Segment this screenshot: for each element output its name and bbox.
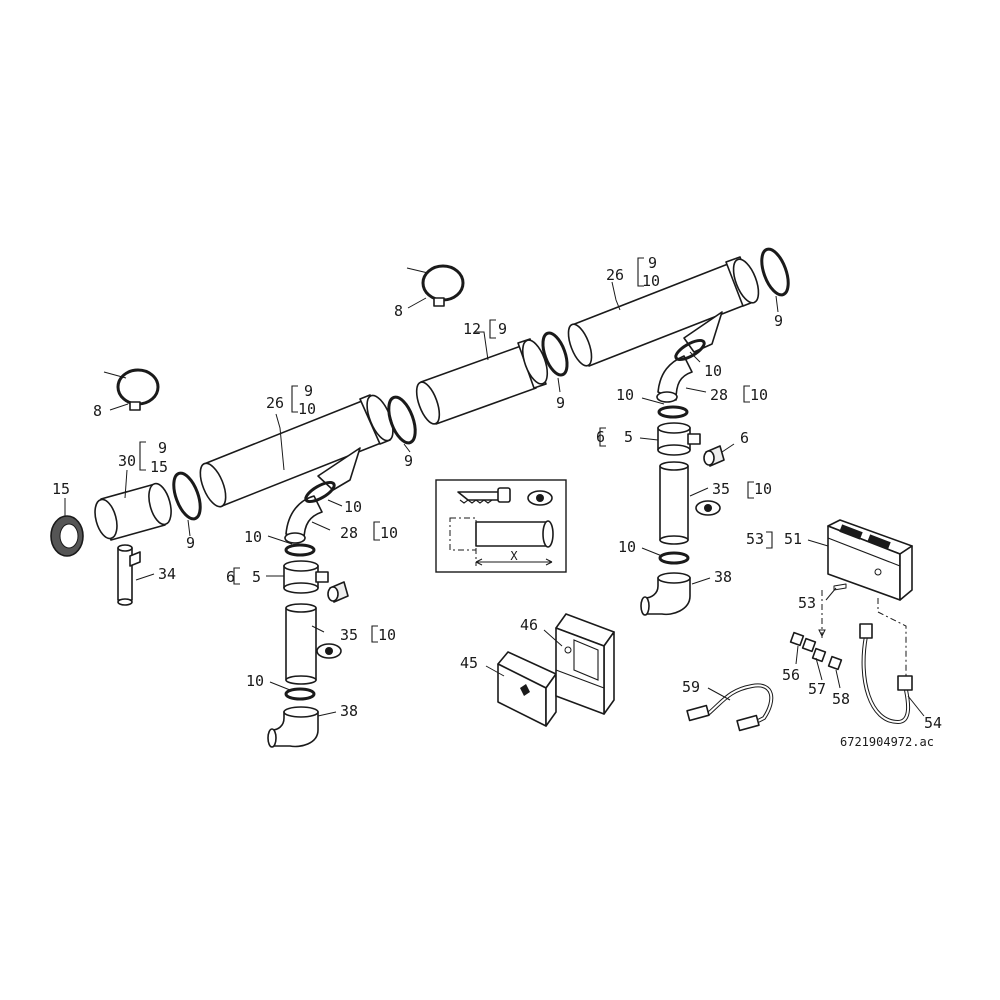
label-10-c: 10 — [246, 672, 264, 690]
label-26-right: 26 — [606, 266, 624, 284]
label-30-ref-15: 15 — [150, 458, 168, 476]
label-35-left-ref-10: 10 — [378, 626, 396, 644]
eye-icon — [316, 643, 342, 659]
pipe-12 — [415, 338, 549, 425]
seal-ring-10e — [657, 405, 689, 419]
label-51: 51 — [784, 530, 802, 548]
eye-icon — [527, 490, 553, 506]
inspection-piece-5-left — [283, 560, 329, 594]
label-8-top: 8 — [394, 302, 403, 320]
label-28-left-ref-10: 10 — [380, 524, 398, 542]
cable-59 — [686, 683, 774, 732]
label-15: 15 — [52, 480, 70, 498]
label-6-right: 6 — [740, 429, 749, 447]
label-5-right: 5 — [624, 428, 633, 446]
controller-base-46 — [555, 613, 615, 715]
clamp-icon — [103, 368, 160, 411]
clamp-8-top — [406, 264, 465, 307]
label-30-ref-9: 9 — [158, 439, 167, 457]
cut-length-x-label: X — [510, 549, 518, 563]
pipe-35-left — [285, 603, 317, 685]
seal-ring-10b — [284, 543, 316, 557]
label-10-d: 10 — [704, 362, 722, 380]
label-9-d: 9 — [774, 312, 783, 330]
label-34: 34 — [158, 565, 176, 583]
cable-54 — [859, 623, 913, 725]
terminal-grille-15 — [50, 515, 84, 557]
label-26-left: 26 — [266, 394, 284, 412]
cap-6-left — [327, 581, 349, 603]
adapter-30 — [94, 482, 172, 541]
part-labels: 15 30 9 15 8 8 26 9 10 12 9 26 9 10 9 9 … — [52, 254, 942, 749]
pipe-26-right — [567, 256, 760, 367]
label-9-a: 9 — [186, 534, 195, 552]
connectors-56-57-58 — [789, 629, 843, 671]
label-35-right: 35 — [712, 480, 730, 498]
label-12-ref-9: 9 — [498, 320, 507, 338]
saw-icon — [457, 487, 511, 504]
seal-ring-10c — [284, 687, 316, 701]
label-53-bracket: 53 — [746, 530, 764, 548]
eye-icon — [695, 500, 721, 516]
seal-ring-9c — [541, 331, 569, 377]
label-6-left: 6 — [226, 568, 235, 586]
inspection-piece-5-right — [657, 422, 701, 456]
seal-ring-9b — [387, 395, 417, 445]
label-28-left: 28 — [340, 524, 358, 542]
label-10-b: 10 — [244, 528, 262, 546]
cut-length-inset: X — [435, 479, 567, 573]
seal-ring-10f — [658, 551, 690, 565]
pipe-35-right — [659, 461, 689, 545]
label-10-e: 10 — [616, 386, 634, 404]
controller-cover-45 — [497, 651, 557, 727]
label-46: 46 — [520, 616, 538, 634]
module-51 — [821, 519, 913, 676]
label-58: 58 — [832, 690, 850, 708]
label-54: 54 — [924, 714, 942, 732]
label-10-f: 10 — [618, 538, 636, 556]
label-35-left: 35 — [340, 626, 358, 644]
label-59: 59 — [682, 678, 700, 696]
label-57: 57 — [808, 680, 826, 698]
seal-ring-9a — [172, 471, 202, 521]
label-38-right: 38 — [714, 568, 732, 586]
label-28-right-ref-10: 10 — [750, 386, 768, 404]
drawing-code: 6721904972.ac — [840, 735, 934, 749]
label-38-left: 38 — [340, 702, 358, 720]
label-26-left-ref-10: 10 — [298, 400, 316, 418]
pipe-26-left — [199, 394, 394, 508]
label-56: 56 — [782, 666, 800, 684]
bend-38-right — [640, 572, 691, 616]
label-30: 30 — [118, 452, 136, 470]
label-8-left: 8 — [93, 402, 102, 420]
label-9-b: 9 — [404, 452, 413, 470]
label-12: 12 — [463, 320, 481, 338]
seal-ring-9d — [760, 247, 790, 297]
label-26-left-ref-9: 9 — [304, 382, 313, 400]
seal-ring-10a — [304, 480, 336, 504]
label-45: 45 — [460, 654, 478, 672]
elbow-28-right — [656, 355, 693, 403]
elbow-28-left — [284, 495, 323, 544]
label-6-right-bracket: 6 — [596, 428, 605, 446]
label-35-right-ref-10: 10 — [754, 480, 772, 498]
leader-lines — [64, 257, 925, 717]
label-10-a: 10 — [344, 498, 362, 516]
label-26-right-ref-10: 10 — [642, 272, 660, 290]
condensate-drain-34 — [117, 544, 141, 606]
label-5-left: 5 — [252, 568, 261, 586]
screw-53 — [833, 583, 847, 591]
label-26-right-ref-9: 9 — [648, 254, 657, 272]
label-53: 53 — [798, 594, 816, 612]
cap-6-right — [703, 445, 725, 467]
label-9-c: 9 — [556, 394, 565, 412]
label-28-right: 28 — [710, 386, 728, 404]
bend-38-left — [267, 706, 319, 748]
